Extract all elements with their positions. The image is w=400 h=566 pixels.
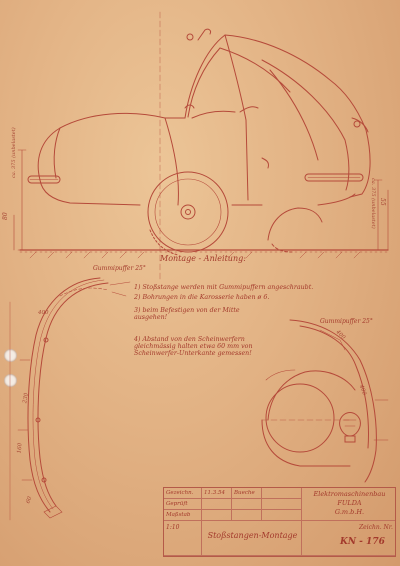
- company-line-3: G.m.b.H.: [334, 507, 365, 516]
- company-line-1: Elektromaschinenbau: [313, 490, 386, 498]
- car-side-view: [13, 11, 389, 281]
- front-wheel: [147, 171, 229, 256]
- massstab-label: Maßstab: [164, 510, 202, 521]
- bumper-label-left: Gummipuffer 25°: [93, 265, 146, 272]
- car-body-lower: [39, 179, 141, 206]
- drawing-number: KN - 176: [340, 537, 385, 547]
- dim-bend-3: 160: [16, 442, 24, 454]
- scale-value: 1:10: [164, 521, 202, 556]
- front-bumper-detail: [9, 277, 131, 521]
- montage-heading: Montage - Anleitung:: [160, 254, 246, 263]
- dim-bend-1: 400: [38, 310, 49, 316]
- gezeichnet-name: Bueche: [232, 488, 262, 499]
- empty-cell: [262, 488, 302, 499]
- rear-bumper-detail: [261, 319, 389, 483]
- canopy-window: [187, 47, 291, 118]
- dim-height-right: ca. 375 (unbelastet): [370, 178, 376, 229]
- montage-note-3: 3) beim Befestigen von der Mitte ausgehe…: [134, 307, 240, 322]
- gezeichnet-label: Gezeichn.: [164, 488, 202, 499]
- dim-80: 80: [2, 212, 9, 220]
- montage-note-4: 4) Abstand von den Scheinwerfern gleichm…: [134, 336, 253, 358]
- geprueft-label: Geprüft: [164, 499, 202, 510]
- dim-55: 55: [379, 198, 386, 206]
- zeichn-label: Zeichn. Nr.: [359, 524, 393, 531]
- empty-cell: [262, 499, 302, 510]
- empty-cell: [232, 510, 262, 521]
- empty-cell: [262, 510, 302, 521]
- empty-cell: [202, 510, 232, 521]
- punch-hole-top: [4, 349, 17, 362]
- company-line-2: FULDA: [337, 498, 362, 507]
- car-body-outline: [37, 34, 371, 198]
- montage-note-2: 2) Bohrungen in die Karosserie haben ø 6…: [134, 294, 270, 301]
- rear-wheel: [267, 207, 323, 253]
- empty-cell: [202, 499, 232, 510]
- title-block: Gezeichn. 11.3.54 Bueche Elektromaschine…: [163, 487, 396, 557]
- rear-lamp: [339, 412, 361, 437]
- company-block: Elektromaschinenbau FULDA G.m.b.H.: [302, 488, 395, 521]
- front-bumper-side: [27, 175, 61, 184]
- bumper-label-right: Gummipuffer 25°: [320, 318, 373, 325]
- drawing-title: Stoßstangen-Montage: [202, 521, 302, 556]
- drawing-number-block: Zeichn. Nr. KN - 176: [302, 521, 395, 556]
- gezeichnet-date: 11.3.54: [202, 488, 232, 499]
- punch-hole-bottom: [4, 374, 17, 387]
- empty-cell: [232, 499, 262, 510]
- rear-bumper-side: [304, 173, 364, 182]
- montage-note-1: 1) Stoßstange werden mit Gummipuffern an…: [134, 284, 314, 291]
- dim-height-left: ca. 375 (unbelastet): [11, 127, 17, 178]
